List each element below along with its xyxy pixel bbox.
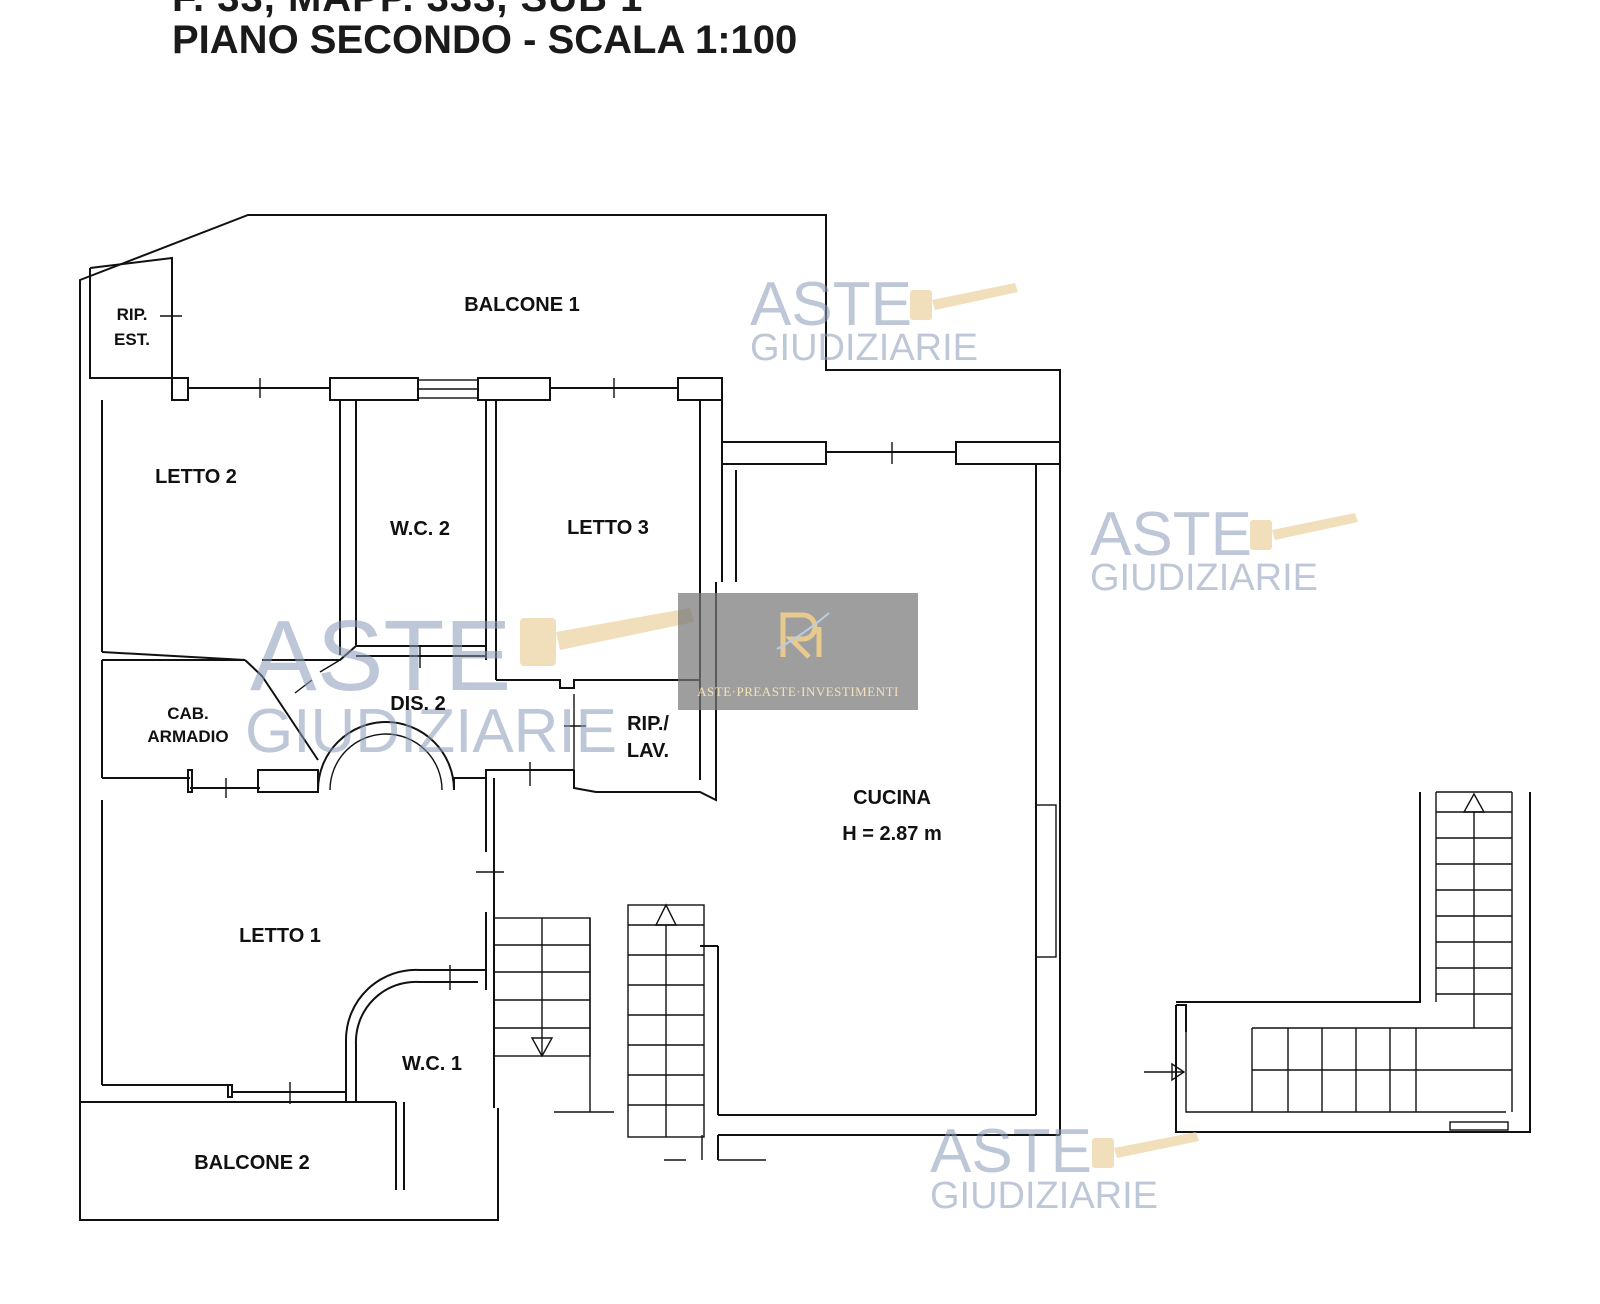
room-rip-est-line2: EST. <box>114 330 150 349</box>
page-title: PIANO SECONDO - SCALA 1:100 <box>172 18 798 62</box>
room-rip-lav-line2: LAV. <box>627 740 669 762</box>
stair-up <box>627 903 705 1138</box>
gavel-icon <box>520 608 694 666</box>
svg-text:GIUDIZIARIE: GIUDIZIARIE <box>930 1175 1158 1217</box>
svg-text:ASTE: ASTE <box>930 1117 1092 1186</box>
logo-text: ASTE·PREASTE·INVESTIMENTI <box>697 684 899 699</box>
room-letto-3: LETTO 3 <box>567 517 649 539</box>
room-cucina: CUCINA <box>853 787 931 809</box>
room-letto-1: LETTO 1 <box>239 925 321 947</box>
svg-text:ASTE: ASTE <box>1090 500 1252 569</box>
room-dis-2: DIS. 2 <box>390 693 446 715</box>
detached-stair <box>1144 791 1531 1133</box>
svg-text:GIUDIZIARIE: GIUDIZIARIE <box>750 327 978 369</box>
outer-walls <box>79 214 1061 1221</box>
room-cab-armadio-line1: CAB. <box>167 704 209 723</box>
gavel-icon <box>1092 1132 1199 1168</box>
svg-text:GIUDIZIARIE: GIUDIZIARIE <box>245 697 617 766</box>
room-balcone-2: BALCONE 2 <box>194 1152 310 1174</box>
room-wc-2: W.C. 2 <box>390 518 450 540</box>
cut-off-header: F. 33, MAPP. 333, SUB 1 <box>172 0 643 21</box>
room-walls <box>80 377 1061 1190</box>
gavel-icon <box>1250 513 1358 550</box>
stair-down <box>493 917 614 1113</box>
watermark-2: ASTE GIUDIZIARIE <box>1090 500 1358 599</box>
room-cab-armadio-line2: ARMADIO <box>147 727 228 746</box>
room-letto-2: LETTO 2 <box>155 466 237 488</box>
svg-text:ASTE: ASTE <box>250 600 511 712</box>
watermark-4: ASTE GIUDIZIARIE <box>930 1117 1199 1217</box>
gavel-icon <box>910 283 1018 320</box>
room-cucina-height: H = 2.87 m <box>842 823 942 845</box>
logo-badge: ASTE·PREASTE·INVESTIMENTI <box>678 593 918 710</box>
room-rip-est-line1: RIP. <box>117 305 148 324</box>
svg-text:ASTE: ASTE <box>750 270 912 339</box>
room-wc-1: W.C. 1 <box>402 1053 462 1075</box>
svg-text:GIUDIZIARIE: GIUDIZIARIE <box>1090 557 1318 599</box>
logo-mark-icon <box>776 612 830 659</box>
watermark-1: ASTE GIUDIZIARIE <box>750 270 1018 369</box>
room-balcone-1: BALCONE 1 <box>464 294 580 316</box>
room-rip-lav-line1: RIP./ <box>627 713 669 735</box>
watermark-3: ASTE GIUDIZIARIE <box>245 600 694 766</box>
